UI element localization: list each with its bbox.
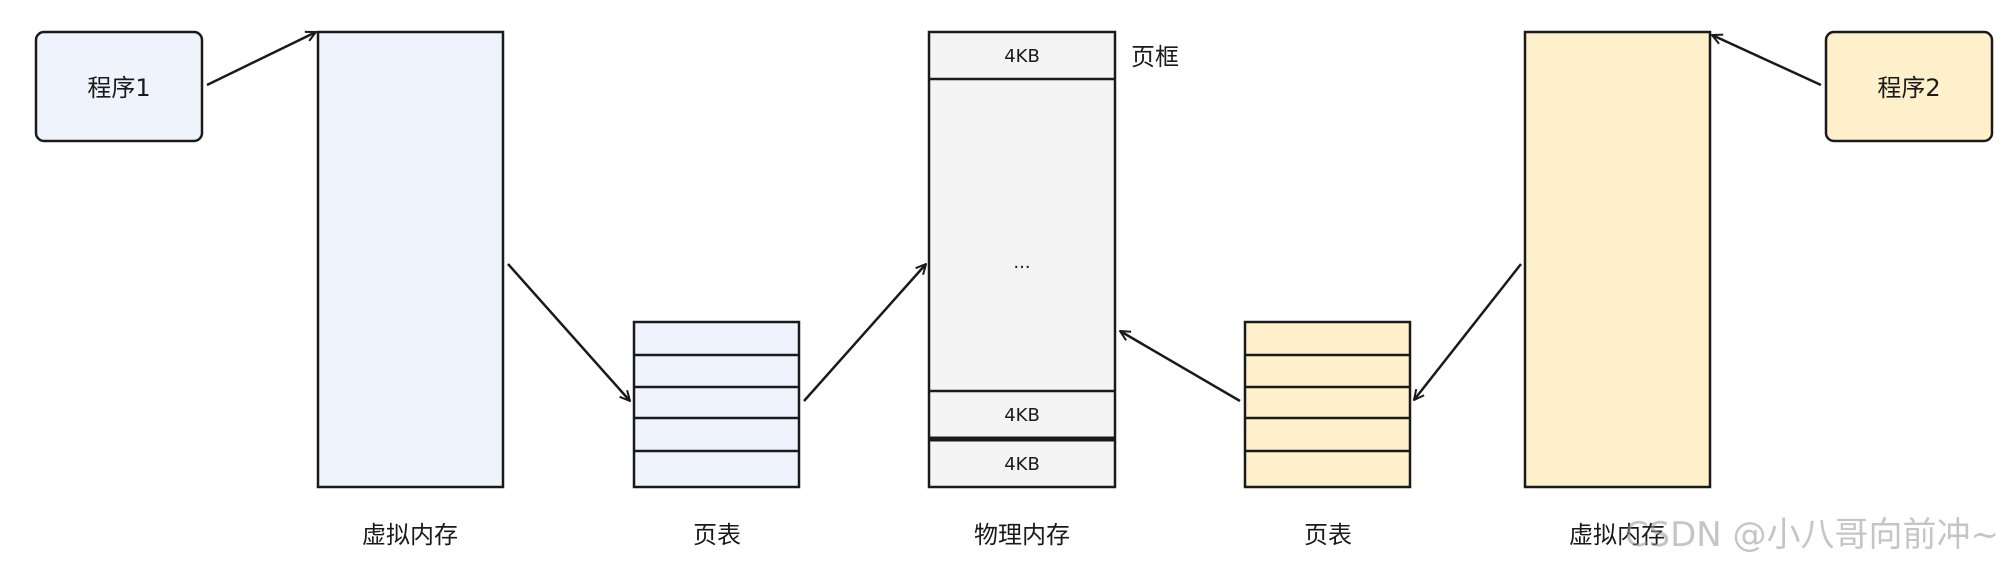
virtual-memory-1-label: 虚拟内存 bbox=[362, 521, 458, 549]
program2-label: 程序2 bbox=[1877, 74, 1940, 102]
program2-node: 程序2 bbox=[1824, 30, 1994, 143]
arrow-virtual-memory-1-to-page-table-1 bbox=[507, 263, 630, 401]
watermark: CSDN @小八哥向前冲~ bbox=[1624, 515, 1999, 555]
page-table-1: 页表 bbox=[632, 320, 801, 549]
virtual-memory-1: 虚拟内存 bbox=[316, 30, 505, 549]
page-table-2-label: 页表 bbox=[1304, 521, 1352, 549]
virtual-memory-2-box bbox=[1523, 30, 1712, 489]
virtual-memory-2-label: 虚拟内存 bbox=[1569, 521, 1665, 549]
arrow-page-table-1-to-physical-memory bbox=[803, 264, 926, 402]
program2-box bbox=[1824, 30, 1994, 143]
virtual-memory-2: 虚拟内存 bbox=[1523, 30, 1712, 549]
physical-memory: 4KB ... 4KB 4KB 物理内存 bbox=[927, 30, 1117, 549]
page-table-1-box bbox=[632, 320, 801, 489]
virtual-memory-1-box bbox=[316, 30, 505, 489]
physical-memory-ellipsis: ... bbox=[1013, 252, 1030, 273]
arrow-program2-to-virtual-memory-2 bbox=[1712, 35, 1822, 87]
arrow-program1-to-virtual-memory-1 bbox=[206, 30, 316, 87]
physical-memory-frame-2: 4KB bbox=[1004, 405, 1040, 426]
arrow-virtual-memory-2-to-page-table-2 bbox=[1414, 263, 1522, 400]
physical-memory-label: 物理内存 bbox=[974, 521, 1070, 549]
page-table-2-box bbox=[1243, 320, 1412, 489]
program1-label: 程序1 bbox=[87, 74, 150, 102]
page-frame-label: 页框 bbox=[1131, 43, 1179, 71]
physical-memory-frame-3: 4KB bbox=[1004, 454, 1040, 475]
program1-node: 程序1 bbox=[34, 30, 204, 143]
physical-memory-top-frame: 4KB bbox=[1004, 46, 1040, 67]
arrow-page-table-2-to-physical-memory bbox=[1120, 331, 1241, 403]
physical-memory-box bbox=[927, 30, 1117, 489]
program1-box bbox=[34, 30, 204, 143]
page-table-1-label: 页表 bbox=[693, 521, 741, 549]
page-table-2: 页表 bbox=[1243, 320, 1412, 549]
